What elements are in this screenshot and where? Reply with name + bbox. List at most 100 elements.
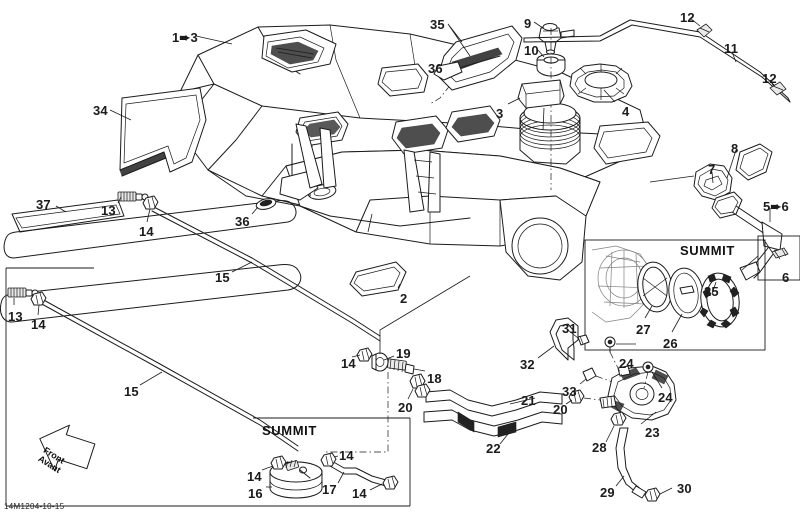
callout-c14b: 14	[31, 317, 46, 332]
callout-c12a: 12	[680, 10, 695, 25]
callout-c13a: 13	[101, 203, 116, 218]
callout-c19: 19	[396, 346, 411, 361]
part-12-clip-a	[696, 23, 713, 38]
callout-c27: 27	[636, 322, 651, 337]
leader-3	[507, 97, 521, 105]
callout-c14a: 14	[139, 224, 154, 239]
callout-c15a: 15	[215, 270, 230, 285]
part-18-fitting	[387, 358, 415, 375]
callout-c8: 8	[731, 141, 739, 156]
part-32-hose	[549, 317, 579, 361]
callout-c21: 21	[521, 393, 536, 408]
part-28-clamp	[610, 411, 627, 426]
leader-17	[337, 471, 345, 484]
leader-25	[711, 281, 717, 295]
part-19-fitting	[371, 352, 389, 372]
callout-c14c: 14	[341, 356, 356, 371]
part-20-clamp-b	[568, 389, 585, 404]
leader-32	[537, 345, 555, 359]
leader-22	[499, 433, 509, 445]
front-arrow-shape	[39, 424, 96, 472]
leader-9	[533, 21, 544, 29]
leader-fitting-to-tank	[379, 275, 471, 354]
part-13-connector-upper	[117, 191, 149, 202]
callout-c29: 29	[600, 485, 615, 500]
part-34-deflector	[119, 87, 207, 177]
part-22-hose	[423, 409, 563, 438]
part-12-clip-b	[769, 81, 787, 96]
leader-6-to-tool	[741, 255, 759, 271]
part-8-gasket	[735, 143, 773, 181]
inset-label-summit-lines: SUMMIT	[262, 423, 317, 438]
leader-19	[383, 355, 395, 361]
callout-c24b: 24	[658, 390, 673, 405]
callout-c33: 33	[562, 384, 577, 399]
hose-end-29	[631, 485, 647, 499]
leader-28	[605, 425, 615, 443]
part-14-clamp-lower	[30, 291, 47, 306]
callout-c36b: 36	[428, 61, 443, 76]
part-2-pad	[349, 261, 407, 297]
callout-c26: 26	[663, 336, 678, 351]
callout-c16: 16	[248, 486, 263, 501]
fuel-line-15-upper	[151, 205, 381, 337]
callout-c15b: 15	[124, 384, 139, 399]
callout-c18: 18	[427, 371, 442, 386]
callout-c3: 3	[496, 106, 504, 121]
callout-c20b: 20	[553, 402, 568, 417]
part-14-clamp-c	[356, 347, 373, 362]
callout-c9: 9	[524, 16, 532, 31]
part-14-clamp-f	[382, 475, 399, 490]
callout-c5-6: 5➨6	[763, 199, 789, 214]
part-14-clamp-d	[270, 455, 287, 470]
callout-c12b: 12	[762, 71, 777, 86]
callout-c11: 11	[724, 41, 739, 56]
callout-c31: 31	[562, 321, 577, 336]
leader-14-f	[369, 483, 383, 491]
part-25-lockring	[699, 272, 740, 329]
part-14-clamp-e	[320, 452, 337, 467]
callout-c2: 2	[400, 291, 408, 306]
leader-8	[726, 149, 737, 179]
callout-c25: 25	[704, 284, 719, 299]
part-23-fuel-pump	[599, 365, 677, 421]
leader-37	[55, 205, 67, 213]
leader-14-e	[333, 455, 339, 458]
part-33-connector	[582, 367, 597, 382]
leader-14-upper	[146, 208, 151, 223]
leader-7-to-tank	[649, 175, 695, 183]
callout-c35: 35	[430, 17, 445, 32]
callout-c10: 10	[524, 43, 539, 58]
mat-lower	[0, 264, 302, 323]
callout-c30: 30	[677, 481, 692, 496]
callout-c17: 17	[322, 482, 337, 497]
callout-c14d: 14	[247, 469, 262, 484]
leader-1-3	[195, 35, 233, 45]
part-24-screw-a	[604, 336, 616, 353]
leader-34	[109, 109, 132, 121]
callout-c4: 4	[622, 104, 630, 119]
leader-24-b	[651, 371, 663, 389]
callout-c34: 34	[93, 103, 108, 118]
callout-c1-3: 1➨3	[172, 30, 198, 45]
callout-c37: 37	[36, 197, 51, 212]
leader-29	[615, 475, 625, 487]
leader-23	[640, 411, 657, 425]
part-3-retainer	[517, 79, 565, 109]
part-9-valve	[538, 23, 575, 55]
part-4-fuel-cap	[569, 63, 633, 103]
leader-27	[644, 305, 653, 319]
leader-21	[509, 397, 536, 405]
diagram-code: 14M1204-10-15	[4, 502, 65, 511]
axis-fitting-down	[326, 372, 389, 453]
part-27-oring	[637, 261, 673, 313]
callout-c28: 28	[592, 440, 607, 455]
leader-15-upper	[231, 261, 253, 273]
part-26-plate	[668, 267, 704, 319]
callout-c13b: 13	[8, 309, 23, 324]
part-11-vent-hose	[523, 19, 791, 103]
leader-26	[671, 313, 683, 333]
leader-14-c	[351, 354, 361, 358]
part-35-shield	[433, 25, 523, 91]
